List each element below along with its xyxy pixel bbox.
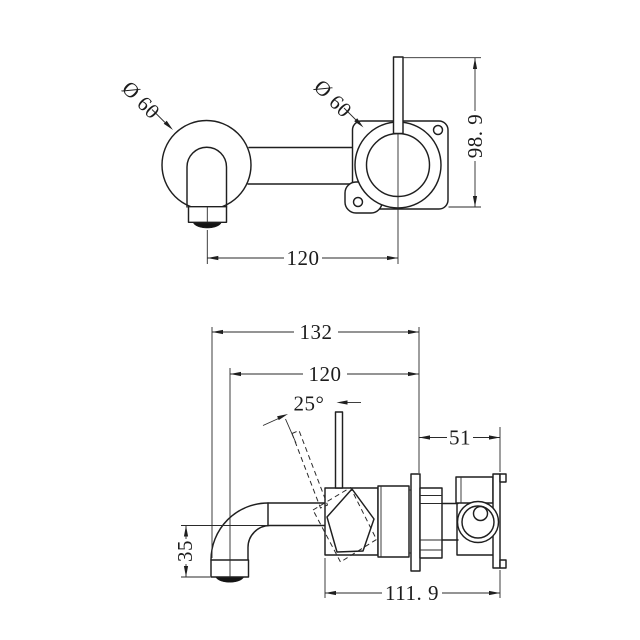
- side-inlet-circle-inner: [461, 505, 495, 539]
- side-dim-spout-projection: 120: [229, 362, 419, 577]
- side-dim-spout-projection-label: 120: [309, 362, 342, 386]
- side-dim-spout-drop-label: 35: [173, 540, 197, 562]
- front-spout-outlet-shadow: [193, 223, 222, 229]
- side-dim-inwall-depth: 51: [419, 426, 501, 472]
- side-valve-top-bracket: [455, 476, 494, 504]
- side-handle: [285, 411, 377, 563]
- side-spout-outlet-shadow: [215, 577, 244, 583]
- side-dim-overall-projection-label: 132: [300, 320, 333, 344]
- front-dim-centre-distance-label: 120: [287, 246, 320, 270]
- side-body-block: [324, 487, 379, 556]
- front-view: 120 98. 9 Ø 60 Ø 60: [117, 56, 487, 270]
- side-dim-handle-angle-label: 25°: [294, 392, 325, 416]
- side-lever-axis-tick: [285, 418, 297, 444]
- side-inlet-circle-outer: [456, 500, 500, 544]
- front-screw-hole-bottom: [352, 196, 364, 208]
- front-label-mixer-diameter: Ø 60: [309, 75, 364, 128]
- front-label-spout-diameter: Ø 60: [117, 76, 173, 130]
- front-label-mixer-diameter-text: Ø 60: [309, 75, 357, 123]
- front-label-spout-diameter-text: Ø 60: [117, 76, 165, 124]
- side-dim-overall-projection: 132: [211, 320, 420, 558]
- front-spout-body: [186, 146, 228, 208]
- side-mixer-body: [324, 473, 421, 572]
- side-dim-body-length-label: 111. 9: [385, 581, 439, 605]
- side-valve-flange-top: [499, 473, 507, 483]
- front-dim-overall-height: 98. 9: [403, 57, 487, 208]
- side-body-collar: [377, 485, 410, 558]
- front-connecting-pipe: [247, 146, 363, 185]
- side-dim-handle-angle: 25°: [262, 392, 361, 426]
- side-concealed-valve: [419, 473, 507, 569]
- side-spout: [210, 502, 326, 583]
- side-wall-plate: [410, 473, 421, 572]
- side-cartridge-cone: [326, 488, 375, 553]
- side-dim-body-length: 111. 9: [324, 558, 501, 605]
- side-handle-lever: [334, 411, 344, 489]
- front-dim-overall-height-label: 98. 9: [463, 114, 487, 159]
- side-valve-pipes: [441, 502, 494, 556]
- side-valve-flange-bottom: [499, 559, 507, 569]
- side-valve-step-lines: [420, 495, 442, 551]
- front-handle-lever: [392, 56, 404, 135]
- front-screw-hole-top: [432, 124, 444, 136]
- side-spout-inner-profile: [247, 524, 326, 561]
- side-valve-step: [419, 487, 443, 559]
- side-dim-inwall-depth-label: 51: [449, 426, 471, 450]
- side-inlet-port-circle: [472, 505, 489, 522]
- side-dim-spout-drop: 35: [173, 525, 267, 578]
- side-handle-lever-tilted: [291, 430, 328, 509]
- front-dim-centre-distance: 120: [207, 246, 398, 270]
- side-cartridge-cone-tilted: [312, 487, 377, 563]
- side-view: 25° 132 120 51 35: [173, 320, 507, 605]
- front-spout-flange-circle: [161, 119, 252, 211]
